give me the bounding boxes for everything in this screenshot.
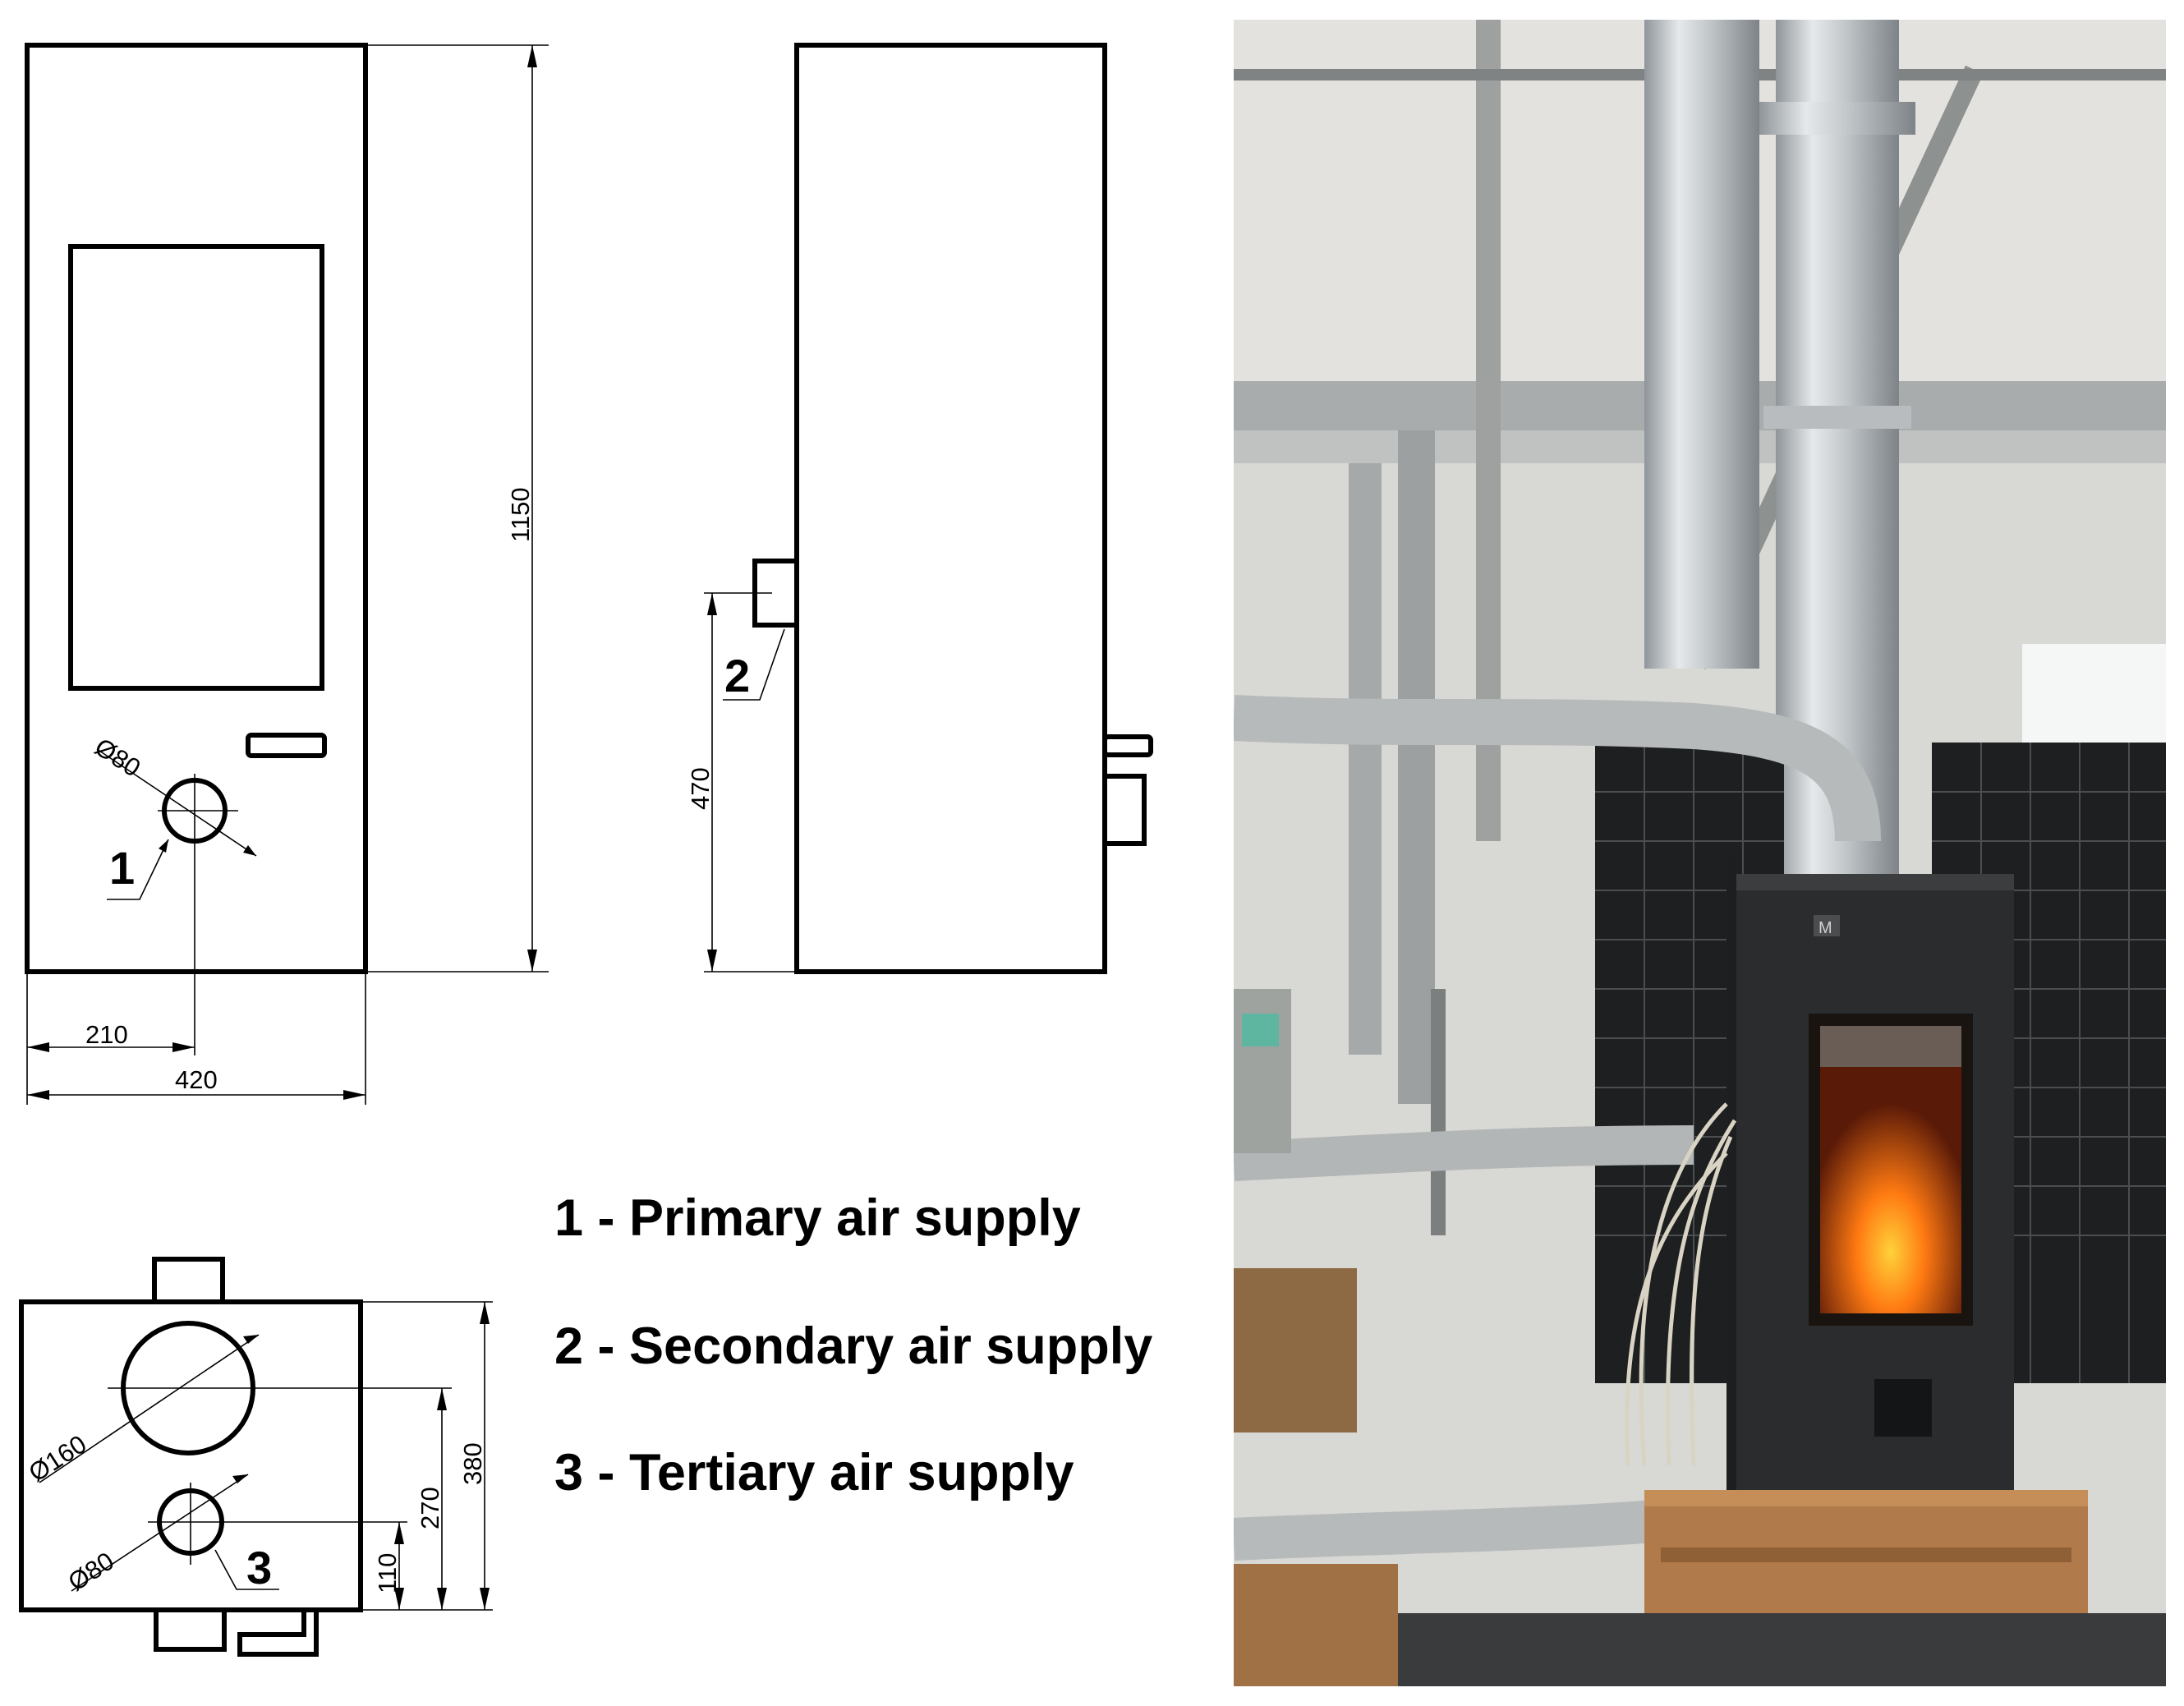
legend-tertiary-air: 3 - Tertiary air supply xyxy=(554,1444,1074,1501)
stove-test-rig-photo: M xyxy=(1234,20,2166,1686)
stove-badge: M xyxy=(1818,919,1832,937)
tertiary-offset-label: 110 xyxy=(373,1553,402,1593)
flue-offset-label: 270 xyxy=(416,1487,444,1529)
legend-primary-air: 1 - Primary air supply xyxy=(554,1189,1081,1247)
front-slot-handle xyxy=(246,733,327,758)
front-view-outline xyxy=(25,43,368,974)
primary-diameter-label: Ø80 xyxy=(90,733,145,783)
callout-1: 1 xyxy=(109,842,135,894)
side-view: 470 2 xyxy=(686,43,1153,974)
callout-2: 2 xyxy=(724,650,750,701)
top-front-stub xyxy=(152,1257,225,1304)
primary-offset-label: 210 xyxy=(85,1020,128,1049)
legend-secondary-air: 2 - Secondary air supply xyxy=(554,1317,1153,1375)
side-rear-outlet xyxy=(1102,774,1147,846)
secondary-height-label: 470 xyxy=(686,767,715,810)
front-glass-door xyxy=(68,244,324,691)
top-rear-handle xyxy=(237,1607,319,1657)
tertiary-diameter-label: Ø80 xyxy=(63,1547,119,1597)
top-rear-stub xyxy=(154,1607,227,1652)
side-view-outline xyxy=(794,43,1107,974)
flue-diameter-label: Ø160 xyxy=(24,1429,92,1488)
callout-3: 3 xyxy=(246,1542,272,1593)
width-dimension-label: 420 xyxy=(175,1065,218,1094)
front-view: Ø80 1 1150 210 420 xyxy=(25,43,549,1105)
side-rear-handle xyxy=(1102,734,1153,757)
height-dimension-label: 1150 xyxy=(506,487,535,542)
depth-dimension-label: 380 xyxy=(458,1442,487,1485)
top-view: Ø160 Ø80 3 380 270 110 xyxy=(19,1257,493,1657)
